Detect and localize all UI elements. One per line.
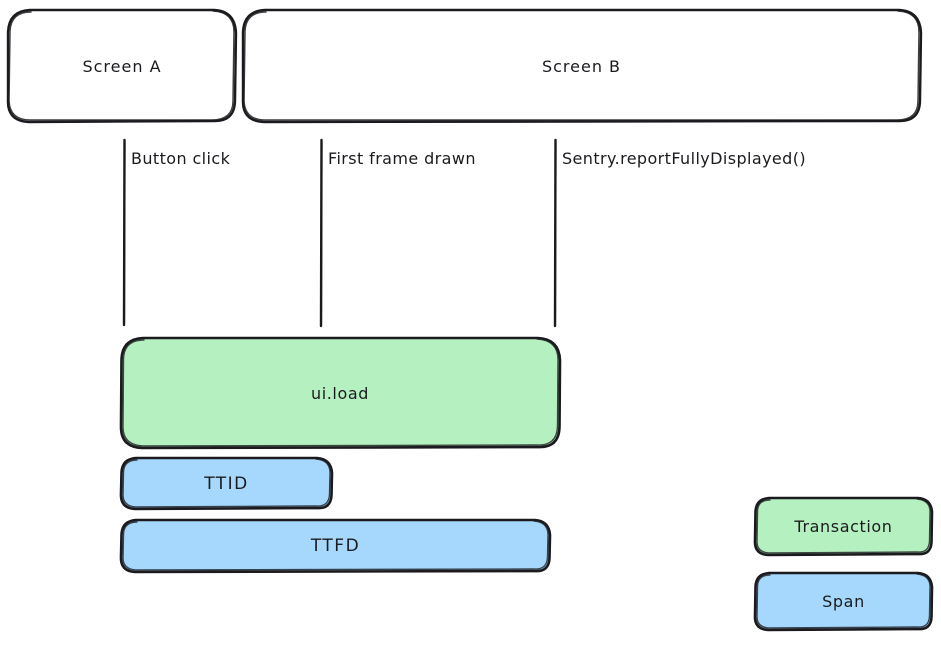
ttfd-shape [119,518,552,574]
screen-b-container[interactable]: Screen B [241,8,922,124]
bar-ui-load[interactable]: ui.load [121,338,559,448]
screen-b-label: Screen B [541,56,622,76]
bar-ttid-label: TTID [204,473,249,494]
marker-label-report-fully-displayed: Sentry.reportFullyDisplayed() [562,149,807,168]
legend-transaction-shape [753,496,934,557]
legend-item-transaction[interactable]: Transaction [755,498,932,555]
tick-first-frame-drawn[interactable] [315,140,329,326]
legend-span-label: Span [822,592,865,611]
screen-a-label: Screen A [82,56,162,76]
tick-report-fully-displayed[interactable] [549,140,563,326]
legend-span-shape [753,571,934,632]
screen-b-shape [241,8,923,124]
bar-ttid[interactable]: TTID [121,458,332,509]
legend-item-span[interactable]: Span [755,573,932,630]
marker-label-first-frame-drawn: First frame drawn [328,149,476,168]
tick-line-first-frame-drawn [319,138,323,328]
tick-line-button-click [122,138,126,327]
tick-line-report-fully-displayed [553,138,557,328]
bar-ui-load-label: ui.load [310,383,370,403]
bar-ttfd-label: TTFD [310,536,361,556]
bar-ttfd[interactable]: TTFD [121,520,550,572]
ui-load-shape [119,336,562,450]
ttid-shape [119,456,334,511]
legend-transaction-label: Transaction [794,517,893,536]
screen-a-shape [6,8,238,124]
tick-button-click[interactable] [118,140,132,326]
screen-a-container[interactable]: Screen A [6,8,238,124]
marker-label-button-click: Button click [131,149,231,168]
